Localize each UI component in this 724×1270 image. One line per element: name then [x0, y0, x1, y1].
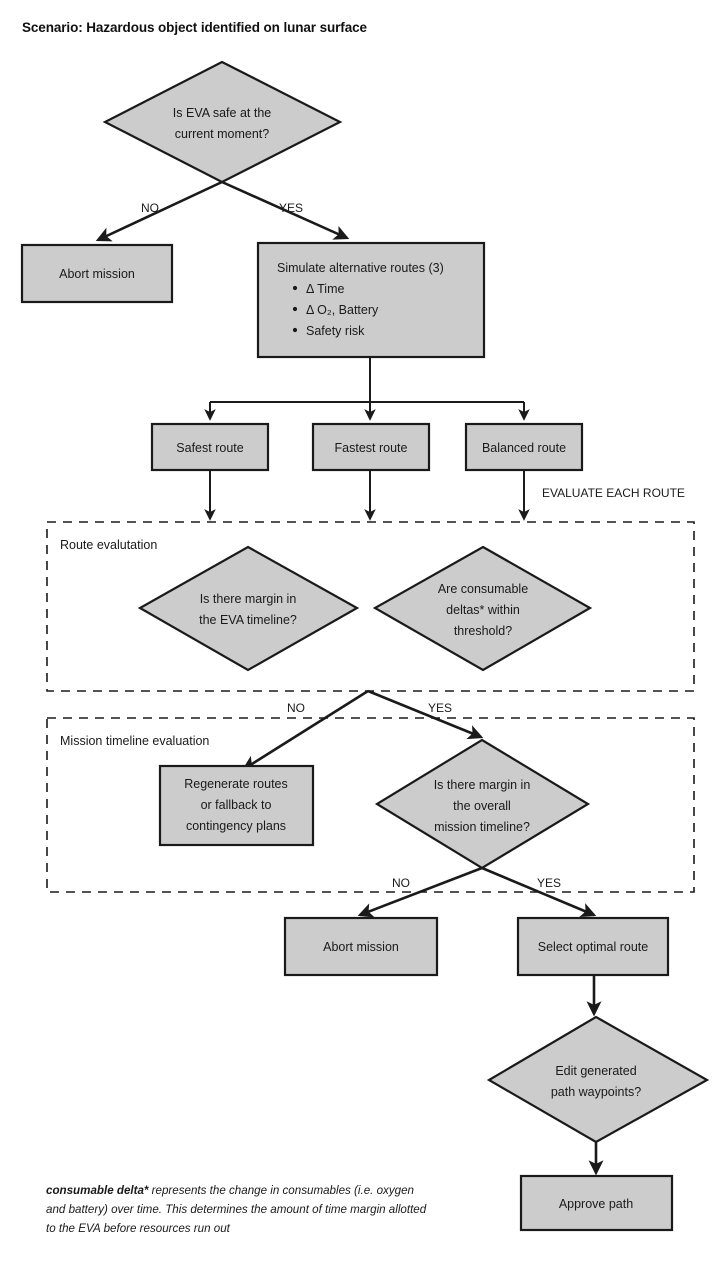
footnote: consumable delta* represents the change …: [46, 1181, 436, 1238]
node-eva-margin-line2: the EVA timeline?: [199, 613, 297, 627]
footnote-description: represents the change in consumables (i.…: [46, 1184, 427, 1235]
node-regenerate-routes[interactable]: Regenerate routes or fallback to conting…: [158, 764, 315, 847]
node-edit-waypoints-line2: path waypoints?: [551, 1085, 641, 1099]
node-select-optimal-route-label: Select optimal route: [538, 940, 649, 954]
node-simulate-routes-bullet-2: Safety risk: [306, 324, 365, 338]
group-mission-timeline-evaluation-label: Mission timeline evaluation: [60, 734, 209, 748]
edge-route-eval-yes: [367, 689, 484, 740]
node-abort-mission-bottom[interactable]: Abort mission: [283, 916, 439, 977]
node-simulate-routes[interactable]: Simulate alternative routes (3) Δ Time Δ…: [256, 241, 486, 359]
node-regenerate-routes-line1: Regenerate routes: [184, 777, 288, 791]
edge-mission-yes: [481, 866, 597, 917]
node-regenerate-routes-line3: contingency plans: [186, 819, 286, 833]
node-simulate-routes-heading: Simulate alternative routes (3): [277, 261, 444, 275]
node-fastest-route-label: Fastest route: [335, 441, 408, 455]
edge-label-evaluate-each-route: EVALUATE EACH ROUTE: [542, 486, 685, 500]
group-mission-timeline-evaluation: [46, 717, 695, 893]
node-eva-margin[interactable]: Is there margin in the EVA timeline?: [137, 545, 360, 672]
bullet-dot-icon: [292, 306, 298, 312]
edge-mission-no: [357, 866, 483, 918]
page-title: Scenario: Hazardous object identified on…: [22, 20, 367, 35]
node-mission-margin-line2: the overall: [453, 799, 511, 813]
bullet-dot-icon: [292, 327, 298, 333]
node-simulate-routes-bullet-0: Δ Time: [306, 282, 344, 296]
node-eva-margin-line1: Is there margin in: [200, 592, 297, 606]
edge-route-eval-no: [241, 689, 369, 771]
node-balanced-route[interactable]: Balanced route: [464, 422, 584, 472]
edge-label-eva-no: NO: [141, 201, 159, 215]
node-mission-margin-line1: Is there margin in: [434, 778, 531, 792]
edge-label-mission-no: NO: [392, 876, 410, 890]
node-consumable-deltas-line3: threshold?: [454, 624, 512, 638]
node-edit-waypoints-line1: Edit generated: [555, 1064, 636, 1078]
node-safest-route[interactable]: Safest route: [150, 422, 270, 472]
edge-label-eva-yes: YES: [279, 201, 303, 215]
edge-label-route-eval-yes: YES: [428, 701, 452, 715]
node-safest-route-label: Safest route: [176, 441, 243, 455]
edge-eva-yes: [221, 180, 350, 240]
node-consumable-deltas[interactable]: Are consumable deltas* within threshold?: [372, 545, 593, 672]
node-abort-mission-top-label: Abort mission: [59, 267, 135, 281]
node-approve-path-label: Approve path: [559, 1197, 633, 1211]
node-mission-margin[interactable]: Is there margin in the overall mission t…: [374, 738, 591, 870]
node-simulate-routes-bullet-1: Δ O₂, Battery: [306, 303, 379, 317]
node-regenerate-routes-line2: or fallback to: [201, 798, 272, 812]
node-eva-safe[interactable]: Is EVA safe at the current moment?: [102, 60, 343, 184]
edge-label-route-eval-no: NO: [287, 701, 305, 715]
node-eva-safe-line1: Is EVA safe at the: [173, 106, 271, 120]
node-eva-safe-line2: current moment?: [175, 127, 270, 141]
node-consumable-deltas-line1: Are consumable: [438, 582, 528, 596]
node-approve-path[interactable]: Approve path: [519, 1174, 674, 1232]
bullet-dot-icon: [292, 285, 298, 291]
node-abort-mission-bottom-label: Abort mission: [323, 940, 399, 954]
node-edit-waypoints[interactable]: Edit generated path waypoints?: [486, 1015, 710, 1144]
node-select-optimal-route[interactable]: Select optimal route: [516, 916, 670, 977]
edge-label-mission-yes: YES: [537, 876, 561, 890]
node-fastest-route[interactable]: Fastest route: [311, 422, 431, 472]
node-consumable-deltas-line2: deltas* within: [446, 603, 520, 617]
node-mission-margin-line3: mission timeline?: [434, 820, 530, 834]
node-abort-mission-top[interactable]: Abort mission: [20, 243, 174, 304]
group-route-evaluation-label: Route evalutation: [60, 538, 157, 552]
node-balanced-route-label: Balanced route: [482, 441, 566, 455]
edge-eva-no: [95, 180, 223, 242]
footnote-term: consumable delta*: [46, 1184, 149, 1197]
